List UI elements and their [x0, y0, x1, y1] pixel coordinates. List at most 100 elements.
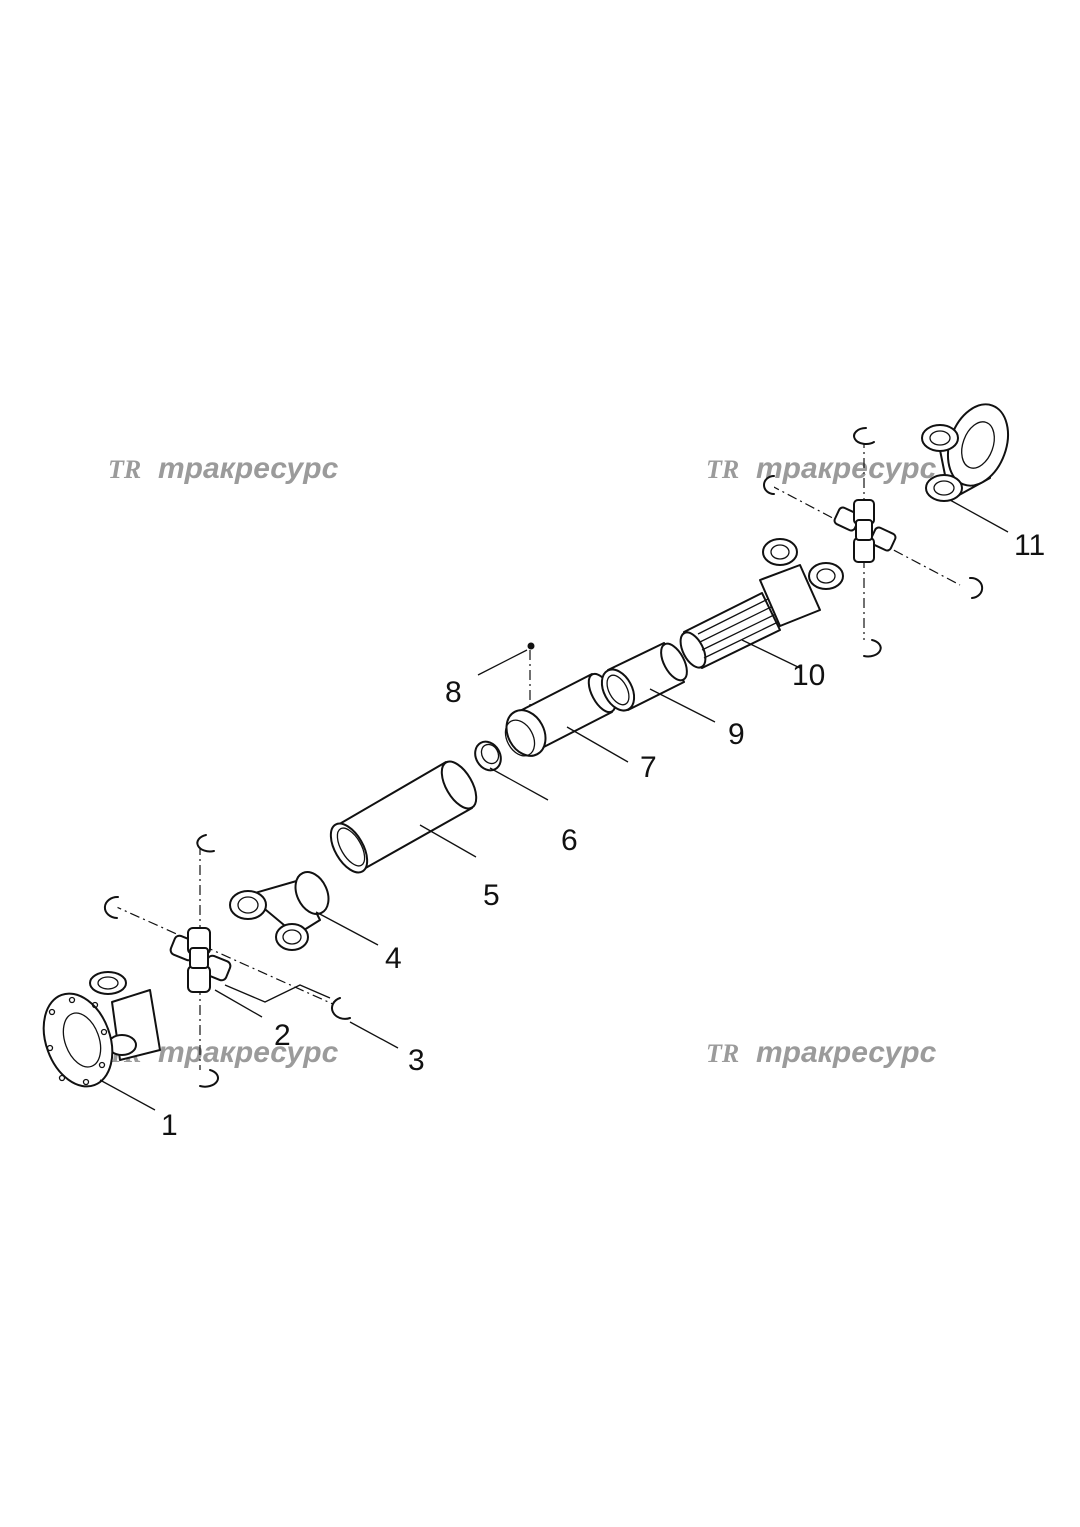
leader-line-7	[566, 726, 629, 763]
snap-ring-left	[103, 895, 119, 919]
callout-9: 9	[728, 718, 745, 751]
snap-ring-right	[969, 576, 984, 599]
watermark-top-right: TR тракресурс	[706, 452, 937, 485]
flange-bolt-hole	[48, 1008, 56, 1016]
leader-line-9	[649, 688, 716, 723]
leader-line-2	[214, 989, 263, 1018]
snap-ring-top	[196, 834, 215, 853]
tube-bore	[336, 827, 366, 867]
leader-line-1	[99, 1079, 156, 1111]
watermark-top-left: TR тракресурс	[108, 452, 339, 485]
yoke-neck	[759, 564, 821, 627]
leader-line-5	[419, 824, 477, 858]
callout-1: 1	[161, 1109, 178, 1142]
tube-end-near	[329, 822, 369, 874]
spline-shaft-end	[679, 631, 707, 669]
slip-yoke-ear-left	[229, 890, 267, 920]
slip-yoke-ear-right-bore	[282, 929, 302, 945]
part-1-flange-yoke	[42, 971, 161, 1088]
part-9-seal-ring	[600, 642, 688, 712]
part-3-snap-rings	[103, 834, 351, 1088]
cross-bearing-cap-bottom	[187, 965, 211, 993]
callout-4: 4	[385, 942, 402, 975]
flange-plate	[42, 992, 114, 1088]
part-11-universal-joint-assembly	[763, 403, 1009, 658]
sleeve-bore	[504, 719, 536, 757]
callout-7: 7	[640, 751, 657, 784]
leader-line-6	[489, 767, 549, 801]
callouts: 1 2 3 4 5 6 7 8 9 10 11	[161, 529, 1045, 1142]
cross-body	[189, 947, 209, 969]
flange-yoke-ear-top-bore	[929, 430, 951, 446]
watermark-logo: TR	[706, 455, 739, 484]
flange-bolt-hole	[91, 1001, 99, 1009]
slip-yoke-ear-right	[275, 923, 309, 951]
watermark-logo: TR	[706, 1039, 739, 1068]
flange-center-bore	[62, 1012, 102, 1068]
yoke-ear-right-bore	[816, 568, 836, 584]
spline-groove	[697, 597, 771, 635]
part-8-grease-fitting	[527, 642, 535, 650]
part-10-splined-yoke	[679, 538, 844, 669]
seal-ring-end-far	[660, 642, 688, 682]
watermark-logo: TR	[108, 455, 141, 484]
flange-bolt-hole	[58, 1074, 66, 1082]
spline-groove	[699, 605, 774, 643]
watermark-text: тракресурс	[756, 1036, 937, 1069]
grease-fitting-nipple	[527, 642, 535, 650]
callout-8: 8	[445, 676, 462, 709]
plug-face	[480, 743, 500, 765]
callout-11: 11	[1014, 529, 1045, 562]
flange-bolt-hole	[82, 1078, 90, 1086]
seal-ring-lip	[600, 668, 636, 712]
leader-line-4	[315, 911, 379, 946]
flange-bolt-hole	[100, 1028, 108, 1036]
snap-ring-left	[763, 475, 775, 495]
watermark-text: тракресурс	[158, 1036, 339, 1069]
leader-lines	[99, 499, 1009, 1111]
flange-yoke-ear-top-bore	[97, 976, 119, 990]
flange-yoke-ear-bottom-bore	[933, 480, 955, 496]
watermark-text: тракресурс	[158, 452, 339, 485]
yoke-ear-top	[762, 538, 798, 566]
part-5-tube	[329, 760, 478, 874]
leader-line-10	[741, 639, 801, 669]
leader-line-11	[949, 499, 1009, 533]
part-4-slip-yoke	[229, 871, 330, 951]
callout-10: 10	[792, 659, 825, 692]
watermark-bottom-left: TR тракресурс	[108, 1036, 339, 1069]
cross-bearing-cap-bottom	[853, 537, 875, 563]
slip-yoke-ear-left-bore	[237, 896, 259, 914]
flange-center-bore	[961, 421, 995, 469]
cross-body	[855, 519, 873, 541]
leader-line-2-zigzag	[224, 984, 331, 1003]
part-2-universal-joint-cross	[169, 927, 232, 993]
leader-line-3	[349, 1021, 399, 1049]
sleeve-collar	[505, 709, 547, 757]
cross-bearing-cap-right	[869, 526, 897, 552]
flange-bolt-hole	[46, 1044, 54, 1052]
callout-3: 3	[408, 1044, 425, 1077]
part-6-plug	[474, 740, 502, 772]
spline-groove	[701, 613, 777, 651]
yoke-ear-top-bore	[770, 544, 790, 560]
center-line-left-horizontal	[111, 904, 336, 1006]
slip-yoke-hub	[294, 871, 330, 915]
flange-bolt-hole	[68, 996, 76, 1004]
snap-ring-right	[331, 997, 351, 1020]
flange-yoke-ear-top	[921, 424, 959, 452]
flange-bolt-hole	[98, 1061, 106, 1069]
seal-ring-bore	[606, 674, 630, 706]
callout-2: 2	[274, 1019, 291, 1052]
yoke-ear-right	[808, 562, 844, 590]
spline-groove	[703, 621, 779, 659]
snap-ring-top	[853, 427, 875, 445]
tube-end-far	[440, 760, 478, 810]
flange-yoke-ear-top	[89, 971, 127, 995]
leader-line-8	[477, 649, 528, 676]
watermark-bottom-right: TR тракресурс	[706, 1036, 937, 1069]
watermark-text: тракресурс	[756, 452, 937, 485]
snap-ring-bottom	[199, 1069, 219, 1088]
callout-5: 5	[483, 879, 500, 912]
